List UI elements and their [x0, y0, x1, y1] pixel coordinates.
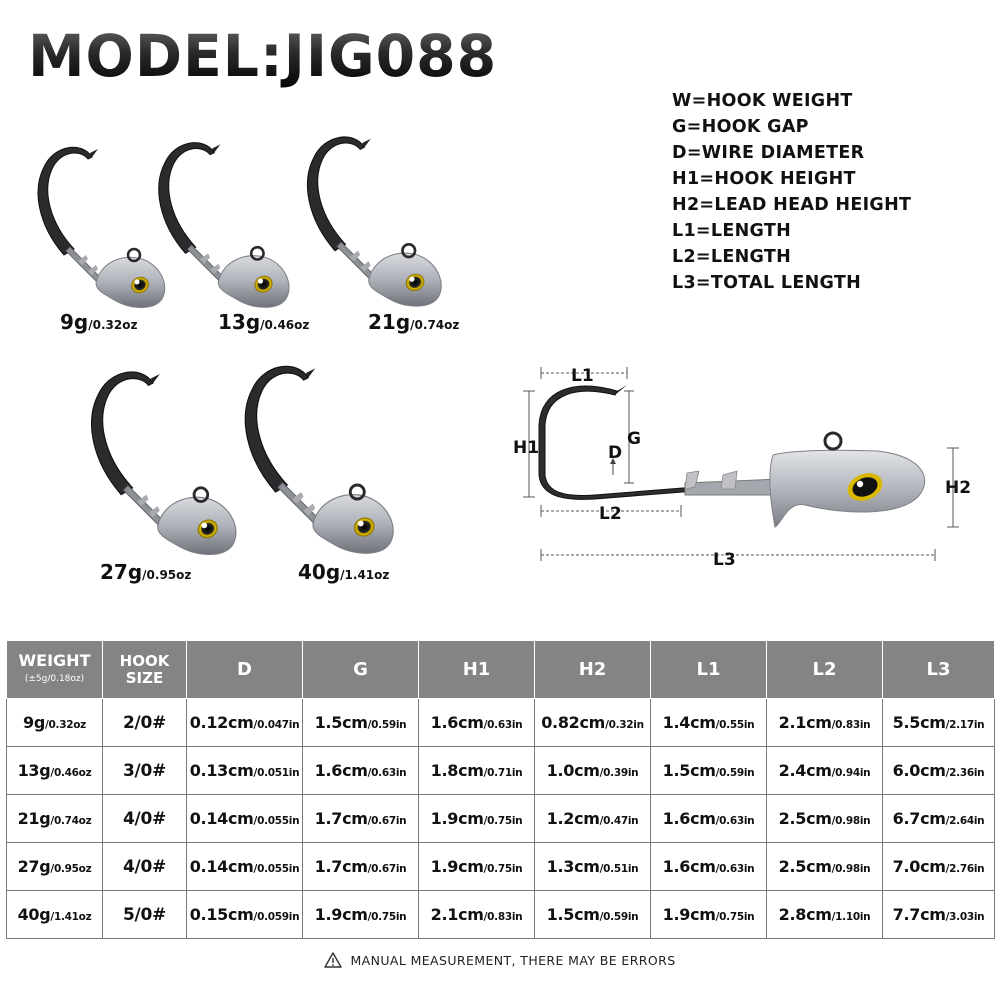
cell-g: 1.7cm/0.67in [302, 794, 419, 843]
cell-g: 1.9cm/0.75in [302, 890, 419, 939]
cell-hook-size: 5/0# [102, 890, 187, 939]
table-row: 27g/0.95oz 4/0# 0.14cm/0.055in 1.7cm/0.6… [6, 842, 995, 891]
legend-item: H2=LEAD HEAD HEIGHT [672, 195, 912, 215]
jig-image-21g [298, 124, 453, 314]
legend-item: L1=LENGTH [672, 221, 792, 241]
cell-l1: 1.4cm/0.55in [650, 698, 767, 747]
table-row: 40g/1.41oz 5/0# 0.15cm/0.059in 1.9cm/0.7… [6, 890, 995, 939]
legend-item: G=HOOK GAP [672, 117, 809, 137]
weight-label-13g: 13g/0.46oz [218, 310, 310, 334]
diagram-label-l2: L2 [599, 504, 622, 524]
measurement-note: MANUAL MEASUREMENT, THERE MAY BE ERRORS [0, 952, 1000, 971]
cell-d: 0.12cm/0.047in [186, 698, 303, 747]
legend-item: W=HOOK WEIGHT [672, 91, 853, 111]
cell-l1: 1.6cm/0.63in [650, 794, 767, 843]
cell-l1: 1.5cm/0.59in [650, 746, 767, 795]
cell-l3: 7.0cm/2.76in [882, 842, 995, 891]
header-weight: WEIGHT (±5g/0.18oz) [6, 640, 103, 699]
jig-image-27g [80, 358, 250, 563]
cell-d: 0.14cm/0.055in [186, 842, 303, 891]
cell-d: 0.15cm/0.059in [186, 890, 303, 939]
warning-icon [324, 952, 343, 971]
cell-weight: 40g/1.41oz [6, 890, 103, 939]
header-g: G [302, 640, 419, 699]
cell-weight: 13g/0.46oz [6, 746, 103, 795]
cell-l1: 1.6cm/0.63in [650, 842, 767, 891]
model-title: MODEL:JIG088 [28, 22, 498, 90]
table-row: 21g/0.74oz 4/0# 0.14cm/0.055in 1.7cm/0.6… [6, 794, 995, 843]
cell-h2: 1.5cm/0.59in [534, 890, 651, 939]
header-h2: H2 [534, 640, 651, 699]
cell-h1: 1.8cm/0.71in [418, 746, 535, 795]
table-row: 9g/0.32oz 2/0# 0.12cm/0.047in 1.5cm/0.59… [6, 698, 995, 747]
diagram-label-d: D [608, 443, 622, 463]
diagram-label-g: G [627, 429, 641, 449]
legend-item: H1=HOOK HEIGHT [672, 169, 856, 189]
jig-image-40g [228, 352, 413, 562]
cell-l2: 2.5cm/0.98in [766, 842, 883, 891]
header-l1: L1 [650, 640, 767, 699]
diagram-label-l3: L3 [713, 550, 736, 570]
cell-l2: 2.4cm/0.94in [766, 746, 883, 795]
jig-image-13g [150, 130, 300, 315]
cell-h2: 1.0cm/0.39in [534, 746, 651, 795]
weight-label-21g: 21g/0.74oz [368, 310, 460, 334]
table-row: 13g/0.46oz 3/0# 0.13cm/0.051in 1.6cm/0.6… [6, 746, 995, 795]
weight-label-27g: 27g/0.95oz [100, 560, 192, 584]
cell-l3: 6.0cm/2.36in [882, 746, 995, 795]
dimension-legend: W=HOOK WEIGHT G=HOOK GAP D=WIRE DIAMETER… [672, 88, 911, 296]
header-l3: L3 [882, 640, 995, 699]
header-h1: H1 [418, 640, 535, 699]
cell-hook-size: 4/0# [102, 842, 187, 891]
cell-h1: 1.9cm/0.75in [418, 842, 535, 891]
diagram-label-h2: H2 [945, 478, 971, 498]
cell-l3: 7.7cm/3.03in [882, 890, 995, 939]
cell-h1: 1.6cm/0.63in [418, 698, 535, 747]
note-text: MANUAL MEASUREMENT, THERE MAY BE ERRORS [350, 953, 676, 968]
cell-g: 1.6cm/0.63in [302, 746, 419, 795]
cell-hook-size: 3/0# [102, 746, 187, 795]
cell-weight: 9g/0.32oz [6, 698, 103, 747]
cell-g: 1.5cm/0.59in [302, 698, 419, 747]
cell-l2: 2.1cm/0.83in [766, 698, 883, 747]
cell-l1: 1.9cm/0.75in [650, 890, 767, 939]
cell-h2: 0.82cm/0.32in [534, 698, 651, 747]
diagram-label-l1: L1 [571, 366, 594, 386]
cell-h1: 2.1cm/0.83in [418, 890, 535, 939]
dimension-diagram: L1 H1 G D L2 H2 L3 [505, 355, 985, 585]
header-l2: L2 [766, 640, 883, 699]
cell-weight: 21g/0.74oz [6, 794, 103, 843]
cell-l2: 2.5cm/0.98in [766, 794, 883, 843]
weight-label-9g: 9g/0.32oz [60, 310, 138, 334]
cell-h2: 1.2cm/0.47in [534, 794, 651, 843]
legend-item: D=WIRE DIAMETER [672, 143, 865, 163]
cell-l3: 6.7cm/2.64in [882, 794, 995, 843]
cell-weight: 27g/0.95oz [6, 842, 103, 891]
legend-item: L3=TOTAL LENGTH [672, 273, 862, 293]
cell-d: 0.14cm/0.055in [186, 794, 303, 843]
cell-h2: 1.3cm/0.51in [534, 842, 651, 891]
header-d: D [186, 640, 303, 699]
cell-d: 0.13cm/0.051in [186, 746, 303, 795]
legend-item: L2=LENGTH [672, 247, 792, 267]
cell-g: 1.7cm/0.67in [302, 842, 419, 891]
cell-l3: 5.5cm/2.17in [882, 698, 995, 747]
weight-label-40g: 40g/1.41oz [298, 560, 390, 584]
diagram-label-h1: H1 [513, 438, 539, 458]
cell-h1: 1.9cm/0.75in [418, 794, 535, 843]
cell-hook-size: 4/0# [102, 794, 187, 843]
cell-l2: 2.8cm/1.10in [766, 890, 883, 939]
cell-hook-size: 2/0# [102, 698, 187, 747]
